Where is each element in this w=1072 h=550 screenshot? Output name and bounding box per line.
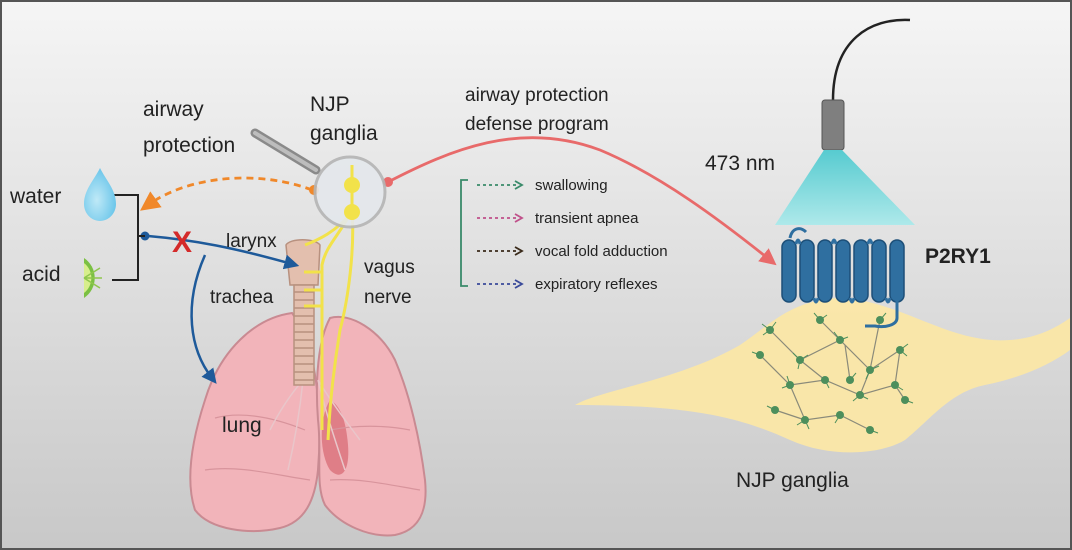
- stimulus-bracket: [112, 194, 139, 281]
- program-arrowhead-2: [514, 213, 524, 223]
- program-arrowhead-1: [514, 180, 524, 190]
- p2ry1-receptor: [781, 227, 905, 329]
- program-item-label: transient apnea: [535, 210, 639, 227]
- vagus-label-line2: nerve: [364, 287, 412, 308]
- blue-arrow: [147, 234, 300, 270]
- wavelength-label: 473 nm: [705, 152, 775, 175]
- program-title-line2: defense program: [465, 114, 609, 135]
- njp-ganglia-top-line1: NJP: [310, 93, 350, 116]
- njp-ganglia-tissue: [575, 298, 1070, 453]
- neuron-dendrites: [751, 312, 914, 434]
- light-cone-icon: [775, 150, 915, 225]
- magnifier-icon: [250, 128, 387, 229]
- program-item-label: swallowing: [535, 177, 608, 194]
- njp-ganglia-top-line2: ganglia: [310, 122, 378, 145]
- larynx-label: larynx: [226, 231, 277, 252]
- program-bracket: [460, 179, 468, 287]
- fiber-ferrule: [821, 99, 845, 151]
- njp-ganglia-bottom-label: NJP ganglia: [736, 469, 849, 492]
- airway-protection-line2: protection: [143, 134, 235, 157]
- lung-label: lung: [222, 414, 262, 437]
- water-drop-icon: [84, 168, 116, 221]
- optic-fiber: [831, 18, 911, 101]
- receptor-label: P2RY1: [925, 245, 991, 268]
- airway-protection-line1: airway: [143, 98, 204, 121]
- orange-arrow: [140, 176, 313, 211]
- block-x-icon: X: [172, 226, 192, 259]
- trachea: [285, 239, 321, 386]
- trachea-label: trachea: [210, 287, 274, 308]
- program-arrowhead-3: [514, 246, 524, 256]
- light-source: [775, 18, 915, 225]
- program-list: swallowing transient apnea vocal fold addu…: [477, 177, 668, 293]
- lime-icon: [83, 258, 102, 298]
- program-title-line1: airway protection: [465, 85, 609, 106]
- lungs: [189, 311, 427, 537]
- program-arrowhead-4: [514, 279, 524, 289]
- water-label: water: [9, 185, 61, 208]
- acid-label: acid: [22, 263, 61, 286]
- receptor-c-terminus: [865, 300, 899, 329]
- larynx-shape: [285, 239, 321, 286]
- program-item-label: vocal fold adduction: [535, 243, 668, 260]
- vagus-label-line1: vagus: [364, 257, 415, 278]
- blue-arrow-lung: [190, 254, 217, 384]
- receptor-n-terminus: [788, 227, 808, 239]
- vagus-nerve: [304, 209, 355, 441]
- program-item-label: expiratory reflexes: [535, 276, 658, 293]
- red-arrow: [387, 136, 777, 266]
